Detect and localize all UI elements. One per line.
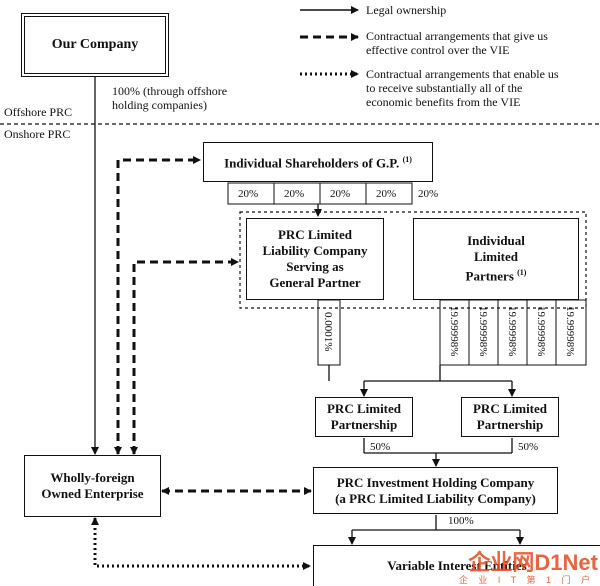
legend-control-label-2: effective control over the VIE — [366, 43, 510, 57]
legend-econ-label-3: economic benefits from the VIE — [366, 95, 521, 109]
pih-label-2: (a PRC Limited Liability Company) — [335, 490, 536, 506]
legend-control-label-1: Contractual arrangements that give us — [366, 29, 548, 43]
lp-share-columns — [439, 299, 587, 366]
gp-lp-group — [239, 211, 587, 309]
lpship-a-label-1: PRC Limited — [326, 401, 402, 416]
share-pct-d: 20% — [376, 188, 397, 200]
shareholders-footnote: (1) — [402, 155, 412, 165]
vie-share-pct: 100% — [448, 515, 474, 527]
pih-label-1: PRC Investment Holding Company — [336, 474, 535, 490]
watermark-logo: 企业网D1Net — [468, 550, 598, 575]
legend-econ-label-2: to receive substantially all of the — [366, 81, 523, 95]
gp-share-pct: 0.0001% — [322, 312, 334, 352]
lpship-b-label-2: Partnership — [476, 417, 544, 432]
offshore-label: Offshore PRC — [4, 105, 73, 119]
shareholders-box: Individual Shareholders of G.P. (1) — [203, 142, 433, 182]
limited-partnership-b-box: PRC Limited Partnership — [461, 397, 559, 437]
watermark-tagline: 企 业 I T 第 1 门 户 — [458, 575, 594, 585]
pship-pct-b: 50% — [518, 441, 539, 453]
lp-box: Individual Limited Partners (1) — [413, 218, 579, 300]
lpship-b-label-1: PRC Limited — [472, 401, 548, 416]
holding-label-2: holding companies) — [112, 98, 207, 112]
investment-holding-box: PRC Investment Holding Company (a PRC Li… — [313, 467, 558, 514]
legend-econ-label-1: Contractual arrangements that enable us — [366, 67, 559, 81]
wfoe-label-2: Owned Enterprise — [41, 486, 144, 501]
our-company-label: Our Company — [51, 37, 139, 52]
wfoe-box: Wholly-foreign Owned Enterprise — [24, 455, 161, 517]
lp-pct-d: 19.99998% — [535, 306, 547, 357]
lp-label-2: Limited — [473, 249, 519, 265]
gp-box: PRC Limited Liability Company Serving as… — [246, 218, 384, 300]
wfoe-label-1: Wholly-foreign — [50, 470, 135, 485]
lp-pct-c: 19.99998% — [506, 306, 518, 357]
gp-label-2: Liability Company — [262, 243, 368, 258]
share-pct-b: 20% — [284, 188, 305, 200]
wfoe-control-shareholders-line — [114, 156, 201, 455]
legend-legal-label: Legal ownership — [366, 3, 447, 17]
wfoe-vie-benefit-line — [91, 517, 311, 570]
gp-label-3: Serving as — [286, 259, 344, 274]
limited-partnership-a-box: PRC Limited Partnership — [315, 397, 413, 437]
lp-pct-b: 19.99998% — [477, 306, 489, 357]
share-pct-c: 20% — [330, 188, 351, 200]
pship-pct-a: 50% — [370, 441, 391, 453]
lp-label-1: Individual — [467, 233, 525, 249]
lp-label-3: Partners — [465, 268, 514, 284]
holding-label-1: 100% (through offshore — [112, 84, 228, 98]
onshore-label: Onshore PRC — [4, 127, 71, 141]
lpship-a-label-2: Partnership — [330, 417, 398, 432]
shareholders-label: Individual Shareholders of G.P. — [224, 155, 400, 171]
lp-footnote: (1) — [517, 268, 527, 278]
share-pct-e: 20% — [418, 188, 439, 200]
vie-box: Variable Interest Entities — [313, 545, 600, 586]
our-company-box: Our Company — [21, 13, 169, 77]
lp-pct-e: 19.99998% — [564, 306, 576, 357]
lp-pct-a: 19.99998% — [448, 306, 460, 357]
wfoe-control-gp-line — [130, 258, 239, 455]
vie-label: Variable Interest Entities — [387, 558, 527, 573]
gp-label-1: PRC Limited — [277, 227, 352, 242]
share-pct-a: 20% — [238, 188, 259, 200]
gp-label-4: General Partner — [269, 275, 361, 290]
